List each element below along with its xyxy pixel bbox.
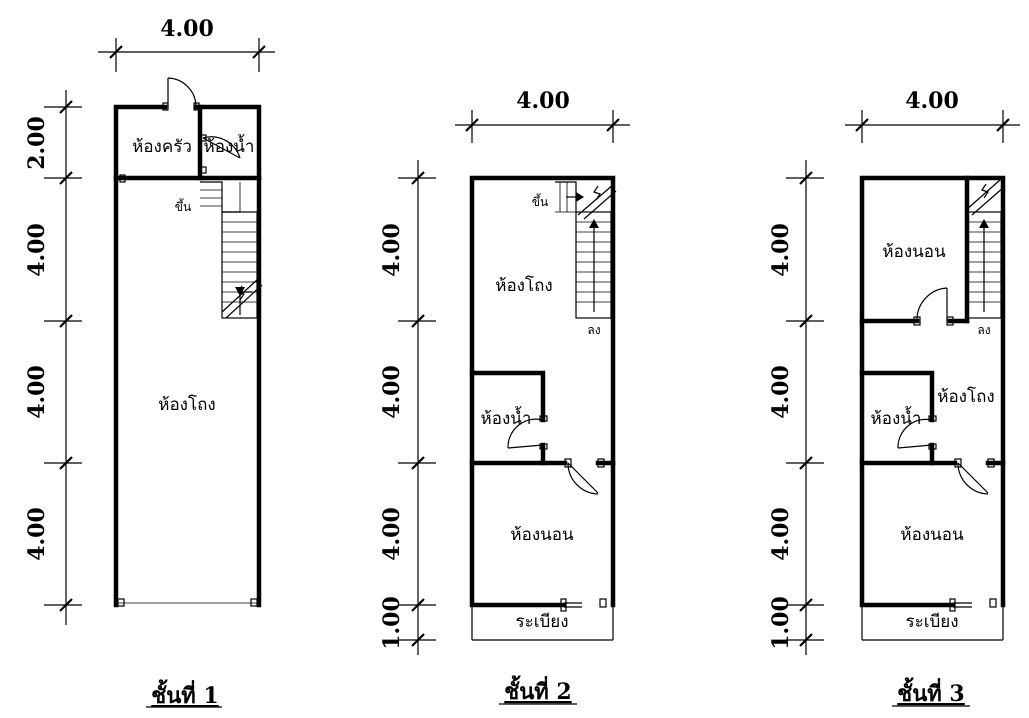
- floor-1-dim-2: 4.00: [24, 223, 50, 277]
- floor-2-stairs: [555, 181, 617, 319]
- floor-1-title: ชั้นที่ 1: [151, 679, 218, 709]
- floor-1-plan: 4.00 2.00 4.00 4.00 4.00: [24, 16, 275, 709]
- floor-3-stair-down-label: ลง: [977, 323, 990, 337]
- floor-2-height-dimensions: 4.00 4.00 4.00 1.00: [379, 160, 436, 655]
- floor-2-bathroom-label: ห้องน้ำ: [481, 406, 532, 429]
- floor-3-bedroom-label: ห้องนอน: [900, 525, 964, 545]
- floor-3-dim-3: 4.00: [768, 507, 794, 561]
- floor-3-width-label: 4.00: [905, 88, 959, 114]
- floor-2-stair-down-label: ลง: [587, 323, 600, 337]
- floor-1-kitchen-label: ห้องครัว: [132, 137, 192, 157]
- floor-2-dim-1: 4.00: [379, 223, 405, 277]
- floor-1-bathroom-door: [199, 134, 241, 174]
- floor-1-back-door: [162, 77, 200, 111]
- floor-3-balcony-door: [949, 598, 997, 612]
- floor-2-hall-label: ห้องโถง: [495, 275, 552, 296]
- floor-2-width-dimension: 4.00: [455, 88, 630, 143]
- floor-3-dim-1: 4.00: [768, 223, 794, 277]
- floor-1-dim-4: 4.00: [24, 507, 50, 561]
- floor-1-dim-1: 2.00: [24, 116, 50, 170]
- floor-2-dim-4: 1.00: [379, 596, 405, 650]
- floor-3-balcony-label: ระเบียง: [905, 612, 958, 632]
- floor-1-stairs: [200, 181, 263, 319]
- floor-2-bedroom-label: ห้องนอน: [510, 525, 574, 545]
- floor-3-dim-4: 1.00: [768, 596, 794, 650]
- floor-2-walls: [469, 175, 616, 641]
- floor-3-bathroom-door: [897, 415, 937, 450]
- floor-2-balcony-label: ระเบียง: [515, 612, 568, 632]
- floor-3-bathroom-label: ห้องน้ำ: [871, 406, 922, 429]
- floor-3-top-bedroom-label: ห้องนอน: [882, 242, 946, 262]
- floor-2-dim-3: 4.00: [379, 507, 405, 561]
- floor-1-walls: [113, 104, 262, 608]
- floor-3-top-bedroom-door: [913, 287, 954, 326]
- floor-1-width-label: 4.00: [160, 16, 214, 42]
- floor-2-bedroom-door: [564, 458, 605, 495]
- floor-2-title: ชั้นที่ 2: [504, 675, 571, 705]
- floor-2-bathroom-door: [507, 415, 548, 450]
- floor-3-stairs: [965, 179, 1005, 319]
- floor-3-title: ชั้นที่ 3: [897, 677, 964, 707]
- floor-3-width-dimension: 4.00: [845, 88, 1020, 143]
- floor-3-height-dimensions: 4.00 4.00 4.00 1.00: [768, 160, 824, 655]
- floor-2-width-label: 4.00: [516, 88, 570, 114]
- floor-3-hall-label: ห้องโถง: [937, 386, 994, 407]
- floor-2-stair-up-label: ขึ้น: [532, 193, 548, 209]
- floor-1-bathroom-label: ห้องน้ำ: [204, 134, 255, 157]
- floor-2-plan: 4.00 4.00 4.00 4.00 1.00: [379, 88, 630, 705]
- floor-1-hall-label: ห้องโถง: [158, 394, 215, 415]
- floor-3-dim-2: 4.00: [768, 365, 794, 419]
- floor-1-height-dimensions: 2.00 4.00 4.00 4.00: [24, 90, 82, 625]
- floor-3-bedroom-door: [954, 458, 995, 495]
- floor-1-width-dimension: 4.00: [98, 16, 275, 72]
- floor-2-dim-2: 4.00: [379, 365, 405, 419]
- floor-1-dim-3: 4.00: [24, 365, 50, 419]
- floor-3-plan: 4.00 4.00 4.00 4.00 1.00: [768, 88, 1020, 707]
- floor-2-balcony-door: [560, 598, 607, 612]
- floor-1-stair-up-label: ขึ้น: [175, 198, 191, 214]
